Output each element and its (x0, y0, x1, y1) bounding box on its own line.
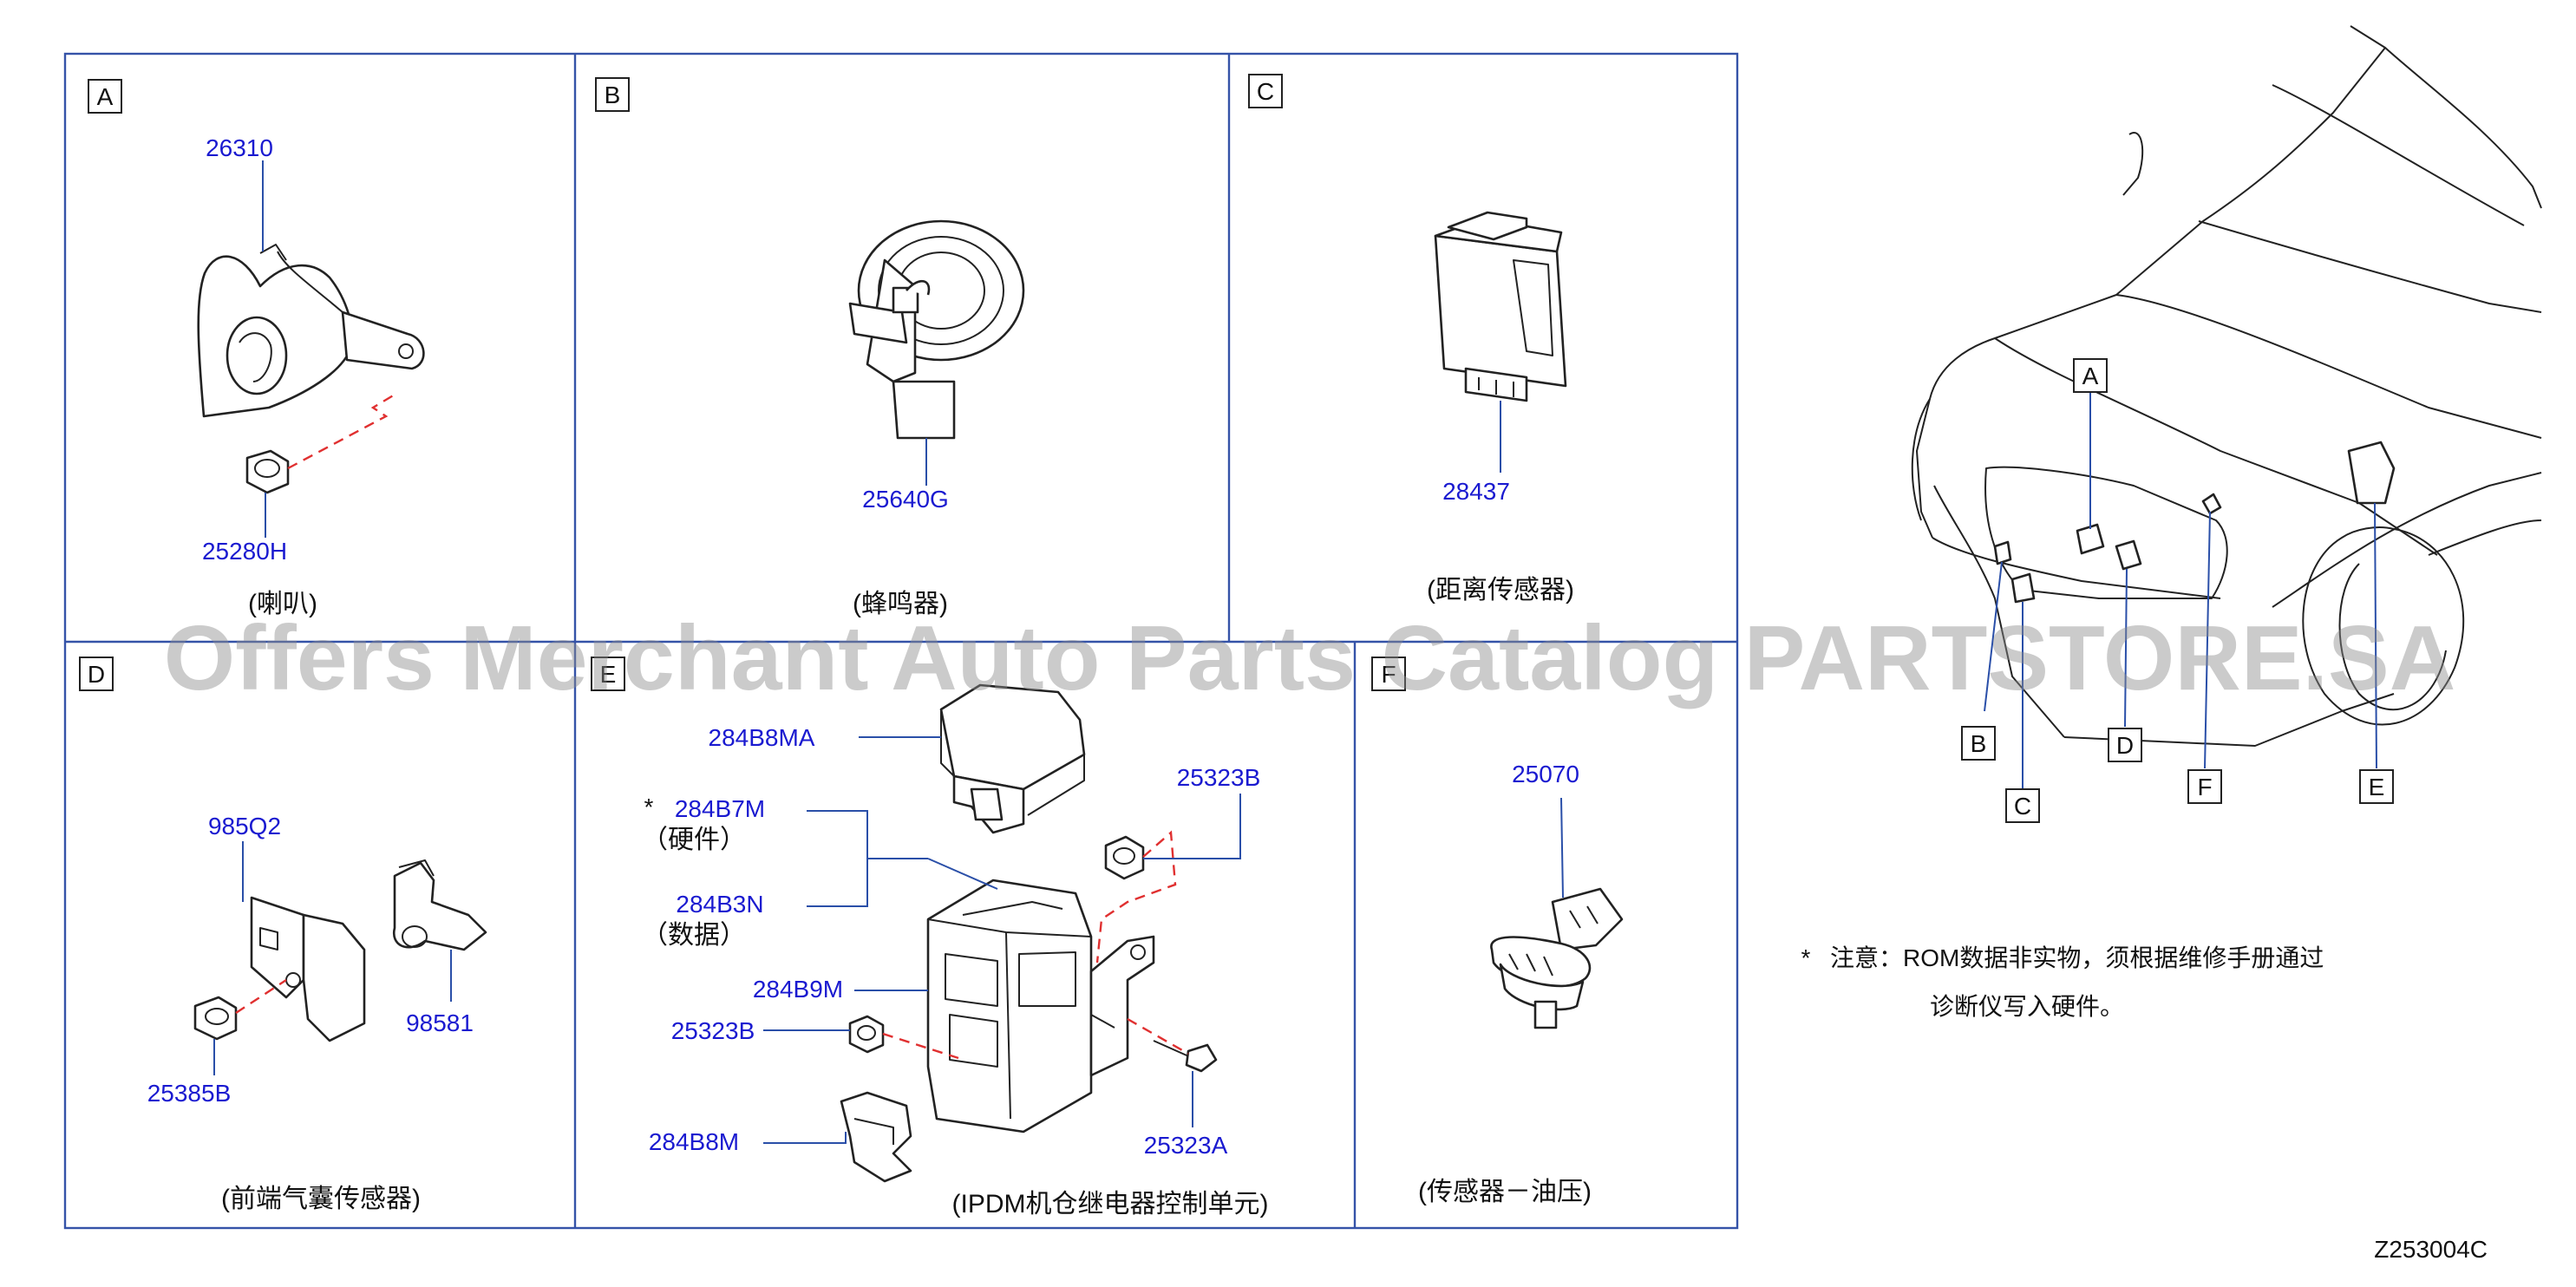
svg-text:F: F (1381, 661, 1396, 688)
svg-text:F: F (2197, 774, 2212, 800)
part-number-25323b-lower[interactable]: 25323B (671, 1017, 755, 1044)
ipdm-bolt-drawing (1153, 1040, 1218, 1073)
dash-link-e-bolt (1127, 1017, 1189, 1055)
part-number-284b7m[interactable]: 284B7M (675, 795, 765, 822)
svg-text:B: B (1971, 730, 1987, 757)
footnote-line-1: 注意：ROM数据非实物，须根据维修手册通过 (1830, 944, 2324, 971)
part-number-25280h[interactable]: 25280H (202, 538, 287, 565)
watermark: Offers Merchant Auto Parts Catalog PARTS… (164, 607, 2456, 709)
part-number-985q2[interactable]: 985Q2 (208, 813, 281, 839)
panel-label-a: A (88, 79, 122, 114)
svg-text:E: E (2369, 774, 2385, 800)
dash-link-e-upper (1095, 830, 1177, 964)
panel-label-b: B (595, 77, 630, 112)
part-number-284b9m[interactable]: 284B9M (753, 976, 843, 1003)
panel-label-e: E (591, 657, 625, 691)
oil-pressure-sensor-drawing (1490, 887, 1624, 1029)
part-number-25323b-upper[interactable]: 25323B (1177, 764, 1261, 791)
caption-oil-pressure-sensor: (传感器－油压) (1418, 1178, 1592, 1206)
caption-ipdm: (IPDM机仓继电器控制单元) (952, 1190, 1269, 1218)
vehicle-tag-d: D (2108, 728, 2142, 762)
part-number-98581[interactable]: 98581 (406, 1009, 474, 1036)
airbag-nut-drawing (193, 996, 238, 1041)
footnote-star: * (1801, 944, 1811, 971)
ipdm-cover-drawing (939, 683, 1086, 834)
distance-sensor-drawing (1434, 211, 1567, 402)
svg-text:E: E (600, 661, 617, 688)
svg-text:C: C (1257, 78, 1274, 105)
panel-label-c: C (1248, 74, 1283, 108)
part-number-28437[interactable]: 28437 (1442, 478, 1510, 505)
panel-label-f: F (1371, 657, 1406, 691)
horn-drawing (197, 244, 425, 418)
svg-text:A: A (2082, 363, 2099, 389)
svg-text:C: C (2014, 793, 2031, 820)
caption-horn: (喇叭) (248, 590, 317, 618)
svg-text:D: D (2116, 732, 2134, 759)
svg-text:D: D (88, 661, 105, 688)
vehicle-tag-b: B (1961, 726, 1996, 761)
airbag-bracket-drawing (250, 896, 366, 1042)
panel-label-d: D (79, 657, 114, 691)
airbag-sensor-drawing (392, 859, 487, 951)
vehicle-component-markers (1993, 441, 2396, 604)
vehicle-outline (1911, 25, 2542, 747)
part-number-25385b[interactable]: 25385B (147, 1080, 232, 1107)
dash-link-e-left (882, 1032, 959, 1060)
part-number-284b3n[interactable]: 284B3N (676, 891, 763, 918)
caption-buzzer: (蜂鸣器) (853, 590, 948, 618)
ipdm-nut-left-drawing (848, 1015, 885, 1054)
caption-airbag-sensor: (前端气囊传感器) (221, 1185, 421, 1213)
vehicle-tag-f: F (2187, 769, 2222, 804)
part-number-25323a[interactable]: 25323A (1144, 1132, 1228, 1159)
ipdm-star-mark: * (644, 794, 654, 820)
vehicle-tag-e: E (2359, 769, 2394, 804)
footnote-line-2: 诊断仪写入硬件。 (1930, 993, 2124, 1020)
part-number-25640g[interactable]: 25640G (862, 486, 949, 513)
part-number-26310[interactable]: 26310 (206, 134, 273, 161)
dash-link-a (287, 393, 396, 470)
ipdm-nut-upper-drawing (1104, 835, 1145, 880)
caption-distance-sensor: (距离传感器) (1427, 576, 1574, 604)
part-number-284b8ma[interactable]: 284B8MA (709, 724, 815, 751)
ipdm-bracket-drawing (840, 1091, 912, 1183)
vehicle-tag-a: A (2073, 358, 2108, 393)
part-number-284b8m[interactable]: 284B8M (649, 1128, 739, 1155)
part-number-25070[interactable]: 25070 (1512, 761, 1579, 787)
panel-grid (63, 52, 1739, 1230)
ipdm-hardware-note: （硬件） (642, 826, 746, 854)
dash-link-d (235, 978, 287, 1015)
vehicle-tag-c: C (2005, 788, 2040, 823)
svg-text:A: A (97, 83, 114, 110)
ipdm-unit-drawing (926, 879, 1155, 1133)
buzzer-drawing (848, 219, 1025, 440)
vehicle-callouts (1984, 392, 2377, 789)
diagram-code: Z253004C (2374, 1236, 2488, 1263)
horn-nut-drawing (245, 449, 290, 494)
ipdm-data-note: （数据） (642, 921, 746, 950)
svg-text:B: B (605, 82, 621, 108)
